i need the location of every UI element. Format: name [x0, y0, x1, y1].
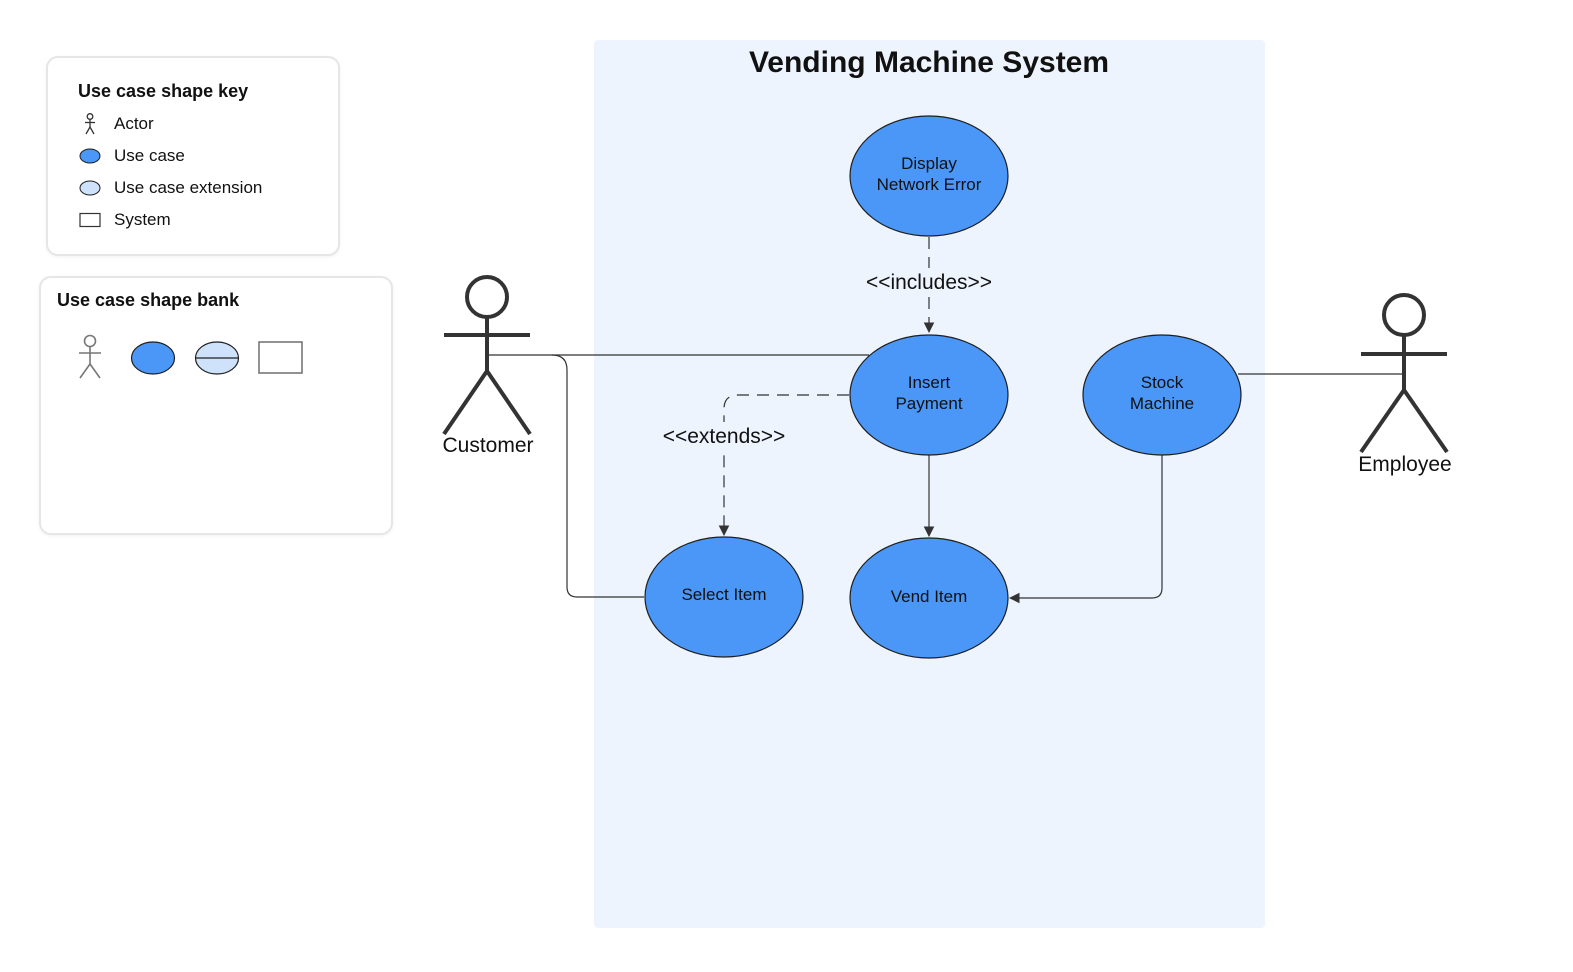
use-case-icon — [78, 144, 102, 168]
actor-employee[interactable]: Employee — [1358, 293, 1452, 476]
use-case-extension-shape[interactable] — [194, 340, 240, 381]
use-case-label: Insert — [908, 373, 951, 392]
actor-customer[interactable]: Customer — [442, 275, 534, 457]
system-icon — [78, 208, 102, 232]
includes-label: <<includes>> — [866, 271, 992, 294]
use-case-select-item[interactable]: Select Item — [644, 536, 804, 658]
key-row-use-case-extension: Use case extension — [78, 176, 262, 200]
key-row-system: System — [78, 208, 171, 232]
use-case-extension-icon — [78, 176, 102, 200]
shape-key-panel: Use case shape key Actor Use case U — [46, 56, 340, 256]
extends-label-bg — [656, 422, 792, 450]
extends-label: <<extends>> — [663, 425, 786, 448]
use-case-vend-item[interactable]: Vend Item — [849, 537, 1009, 659]
use-case-label: Stock — [1141, 373, 1184, 392]
actor-customer-label: Customer — [442, 434, 533, 457]
system-title: Vending Machine System — [749, 46, 1109, 79]
extends-link — [718, 394, 849, 537]
use-case-label: Machine — [1130, 394, 1194, 413]
use-case-label: Select Item — [681, 585, 766, 604]
stock-vend-link — [1008, 455, 1163, 604]
includes-label-bg — [860, 268, 998, 296]
system-shape[interactable] — [258, 341, 304, 380]
shape-bank-panel: Use case shape bank — [39, 276, 393, 535]
use-case-label: Display — [901, 154, 957, 173]
key-label-use-case: Use case — [114, 146, 185, 165]
shape-key-title: Use case shape key — [78, 81, 249, 101]
key-label-actor: Actor — [114, 114, 154, 133]
shape-bank-title: Use case shape bank — [57, 290, 240, 310]
actor-employee-label: Employee — [1358, 453, 1451, 476]
use-case-label: Payment — [895, 394, 962, 413]
use-case-label: Vend Item — [891, 587, 968, 606]
actor-shape[interactable] — [77, 334, 103, 385]
key-label-system: System — [114, 210, 171, 229]
key-label-use-case-extension: Use case extension — [114, 178, 263, 197]
use-case-stock-machine[interactable]: Stock Machine — [1082, 334, 1242, 456]
actor-icon — [78, 112, 102, 136]
use-case-insert-payment[interactable]: Insert Payment — [849, 334, 1009, 456]
key-row-actor: Actor — [78, 112, 154, 136]
use-case-shape[interactable] — [130, 340, 176, 381]
customer-select-item-link — [551, 354, 644, 598]
key-row-use-case: Use case — [78, 144, 185, 168]
use-case-label: Network Error — [877, 175, 982, 194]
use-case-display-network-error[interactable]: Display Network Error — [849, 115, 1009, 237]
